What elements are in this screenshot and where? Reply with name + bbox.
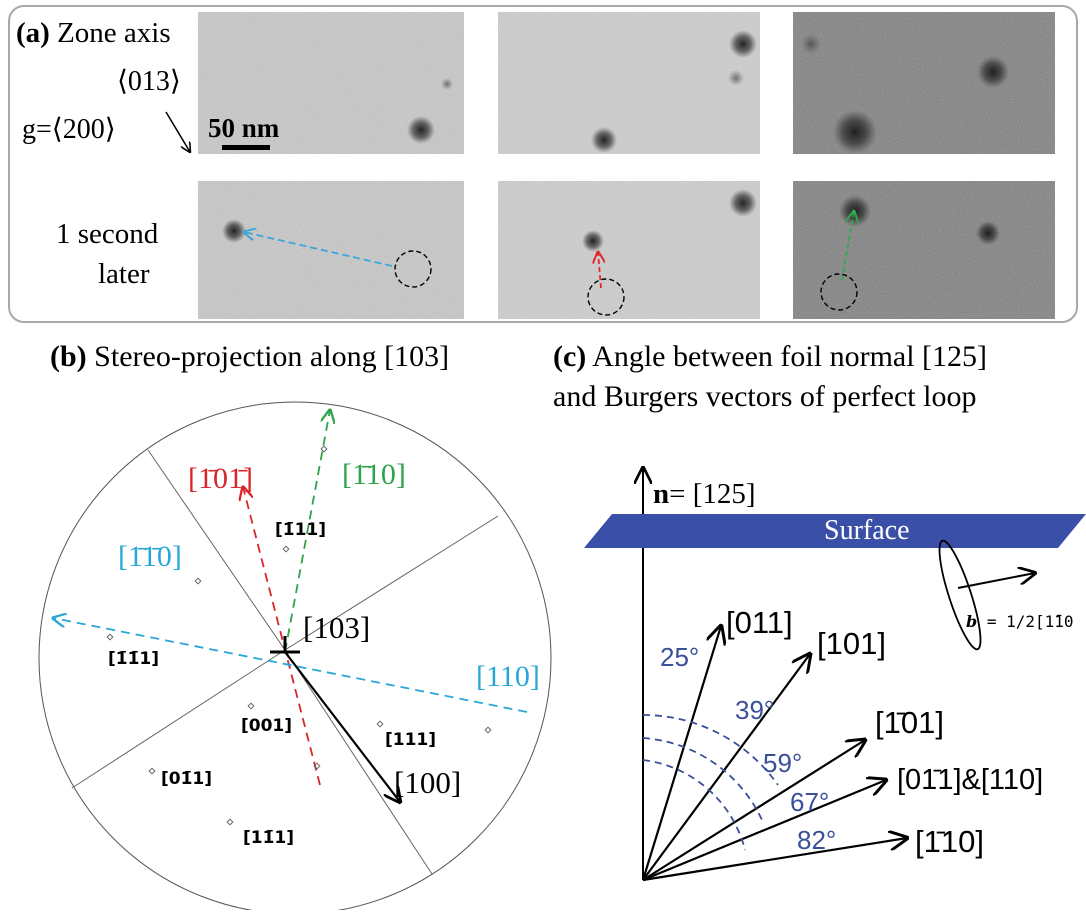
surface-slab bbox=[584, 514, 1086, 548]
angle-label-39: 39° bbox=[735, 695, 775, 725]
label-m111: [1̄11] bbox=[275, 520, 327, 540]
tem-image-2-before bbox=[498, 12, 760, 154]
burgers-label: b = 1/2[1̄10 bbox=[966, 612, 1074, 631]
scale-bar bbox=[222, 145, 270, 150]
burgers-value: = 1/2[1̄10 bbox=[977, 612, 1074, 631]
initial-position-circle-2 bbox=[587, 278, 625, 316]
normal-index: = [125] bbox=[669, 478, 756, 510]
burgers-loop bbox=[938, 539, 982, 651]
vector-0m11-110 bbox=[642, 780, 886, 882]
tem-image-3-before bbox=[793, 12, 1055, 154]
vector-label-101: [101] bbox=[817, 626, 886, 661]
pole-m1m10-dot bbox=[194, 577, 202, 585]
trace-line-3 bbox=[71, 649, 286, 789]
tem-image-2-after bbox=[498, 181, 760, 319]
panel-c-title-line2: and Burgers vectors of perfect loop bbox=[553, 380, 977, 413]
tem-image-3-after bbox=[793, 181, 1055, 319]
later-label-line2: later bbox=[98, 258, 150, 290]
angle-arc-1 bbox=[642, 714, 779, 786]
panel-b-title-text: Stereo-projection along [103] bbox=[94, 340, 450, 373]
panel-a-zone-axis-label: (a) Zone axis bbox=[16, 17, 171, 49]
trace-line-1 bbox=[147, 449, 286, 651]
angle-arc-2 bbox=[642, 737, 763, 821]
normal-label: n= [125] bbox=[653, 478, 756, 511]
vector-label-0m11-110: [01̄1]&[110] bbox=[897, 764, 1044, 796]
label-110: [110] bbox=[476, 660, 540, 693]
angle-label-82: 82° bbox=[797, 825, 837, 855]
pole-1m11-dot bbox=[226, 818, 234, 826]
projection-m1m10-arrow bbox=[53, 618, 528, 713]
scale-bar-label: 50 nm bbox=[208, 113, 280, 143]
panel-a-overlay bbox=[165, 111, 1086, 316]
label-m1m11: [1̄1̄1] bbox=[108, 649, 160, 669]
label-0m11: [01̄1] bbox=[161, 769, 213, 789]
vector-label-m101: [1̄01] bbox=[875, 705, 944, 740]
tem-image-1-after bbox=[198, 181, 464, 319]
angle-arc-3 bbox=[642, 759, 746, 851]
label-111: [111] bbox=[385, 730, 437, 750]
zone-axis-index: ⟨013⟩ bbox=[117, 66, 181, 97]
vector-m110 bbox=[642, 838, 907, 882]
stereo-projection bbox=[38, 401, 552, 910]
pole-001-dot bbox=[247, 702, 255, 710]
pole-m10m1-dot bbox=[313, 762, 321, 770]
angle-label-59: 59° bbox=[763, 748, 803, 778]
label-m10m1: [1̄01̄] bbox=[188, 462, 253, 495]
g-direction-arrow bbox=[165, 111, 190, 152]
loop-trajectory-arrow-3 bbox=[841, 211, 854, 281]
vector-101 bbox=[642, 654, 810, 881]
panel-b-label: (b) bbox=[50, 340, 87, 373]
g-vector-label: g=⟨200⟩ bbox=[22, 114, 116, 145]
label-100: [100] bbox=[394, 765, 462, 800]
pole-m111-dot bbox=[282, 545, 290, 553]
initial-position-circle-3 bbox=[820, 273, 858, 311]
loop-trajectory-arrow-2 bbox=[598, 252, 601, 289]
vector-m101 bbox=[642, 740, 865, 881]
angle-label-25: 25° bbox=[660, 642, 700, 672]
pole-0m11-dot bbox=[148, 767, 156, 775]
projection-m110-arrow bbox=[284, 410, 330, 653]
pole-m1m11-dot bbox=[106, 633, 114, 641]
primitive-circle bbox=[38, 401, 552, 910]
vector-label-011: [011] bbox=[726, 605, 793, 640]
panel-c-title-line1: (c) Angle between foil normal [125] bbox=[553, 340, 987, 374]
pole-m110-dot bbox=[320, 445, 328, 453]
label-1m11: [11̄1] bbox=[243, 828, 295, 848]
projection-m10m1-arrow bbox=[243, 487, 321, 786]
tem-image-1-before bbox=[198, 12, 464, 154]
loop-trajectory-arrow-1 bbox=[244, 232, 393, 267]
burgers-symbol: b bbox=[966, 612, 978, 631]
initial-position-circle-1 bbox=[394, 250, 432, 288]
vector-label-m110: [1̄10] bbox=[915, 824, 984, 859]
trace-line-4 bbox=[284, 649, 433, 875]
panel-a-frame bbox=[8, 5, 1078, 323]
pole-110-dot bbox=[484, 726, 492, 734]
surface-label: Surface bbox=[824, 515, 910, 546]
panel-b-title: (b) Stereo-projection along [103] bbox=[50, 340, 449, 374]
vector-011 bbox=[641, 626, 721, 881]
projection-100-arrow bbox=[284, 651, 400, 802]
panel-c-label: (c) bbox=[553, 340, 587, 373]
later-label-line1: 1 second bbox=[56, 218, 159, 250]
panel-c-title-text-1: Angle between foil normal [125] bbox=[592, 340, 988, 373]
label-103: [103] bbox=[303, 610, 371, 645]
normal-symbol: n bbox=[653, 478, 670, 510]
zone-axis-text: Zone axis bbox=[57, 17, 171, 49]
panel-a-label: (a) bbox=[16, 17, 50, 49]
label-m110: [1̄10] bbox=[342, 458, 406, 491]
burgers-angle-diagram bbox=[584, 450, 1086, 882]
label-001: [001] bbox=[241, 716, 293, 736]
angle-label-67: 67° bbox=[790, 787, 830, 817]
trace-line-2 bbox=[284, 515, 499, 651]
burgers-vector-arrow bbox=[957, 573, 1035, 589]
pole-111-dot bbox=[376, 720, 384, 728]
label-m1m10: [1̄1̄0] bbox=[118, 540, 182, 573]
